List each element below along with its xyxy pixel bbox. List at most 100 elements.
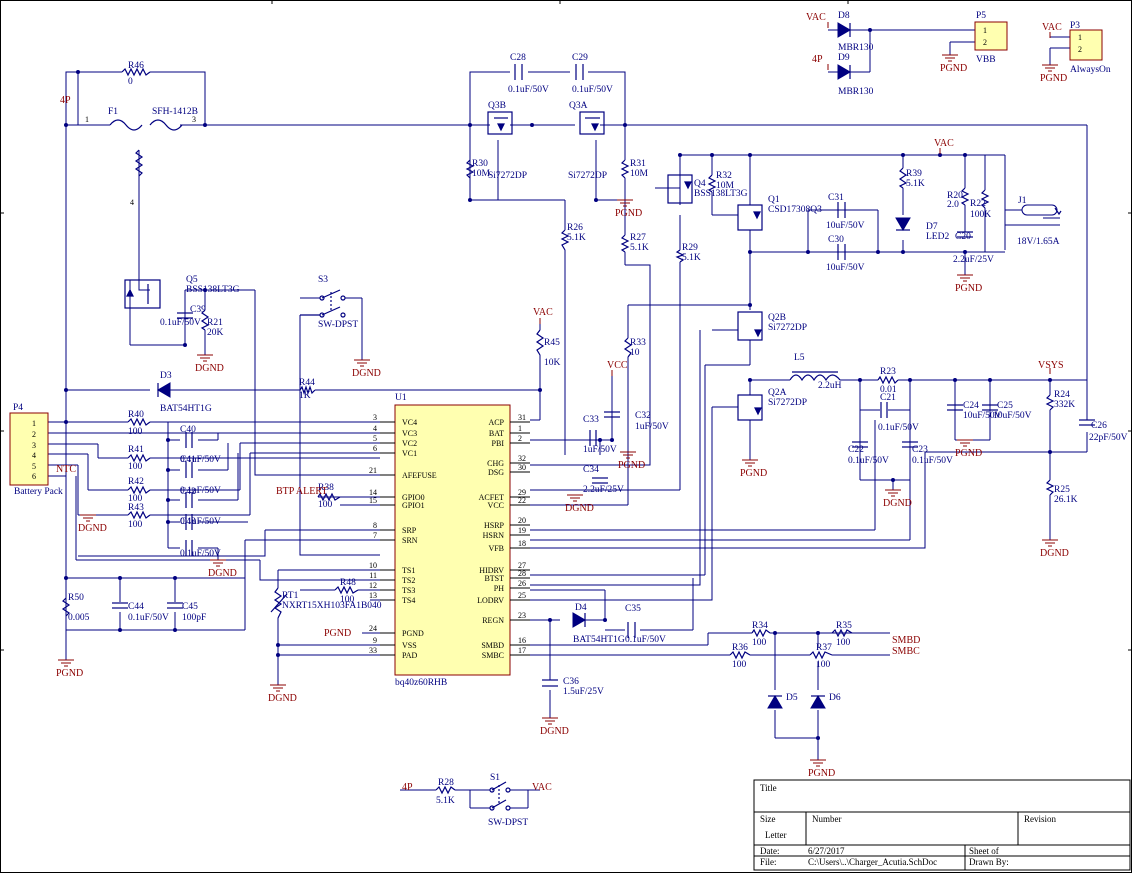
- power-port-symbols: [539, 22, 1051, 376]
- net-vsys: VSYS: [1038, 360, 1064, 371]
- r45-value: 10K: [544, 358, 561, 368]
- q4-value: BSS138LT3G: [694, 189, 748, 199]
- u1-pin-name-hsrp: HSRP: [484, 521, 505, 530]
- r41-value: 100: [128, 462, 143, 472]
- ground-label-0: PGND: [940, 63, 967, 74]
- r44-symbol: [299, 385, 316, 395]
- l5-value: 2.2uH: [818, 381, 842, 391]
- r37-value: 100: [816, 660, 831, 670]
- u1-pin-num-14: 14: [369, 488, 377, 497]
- r28-ref: R28: [438, 778, 454, 788]
- c32-symbol: [604, 411, 620, 418]
- net-vac-d8: VAC: [806, 12, 826, 23]
- c34-ref: C34: [583, 465, 599, 475]
- r37-ref: R37: [816, 643, 832, 653]
- c31-ref: C31: [828, 193, 844, 203]
- ground-symbols: PGNDPGNDPGNDPGNDPGNDPGNDPGNDDGNDDGNDDGND…: [56, 54, 1069, 779]
- d8-symbol: [837, 22, 851, 38]
- inductor-l5-symbol: [789, 371, 841, 382]
- ic-u1-pins: 3VC44VC35VC26VC121AFEFUSE14GPIO015GPIO18…: [369, 413, 530, 660]
- r29-ref: R29: [682, 243, 698, 253]
- d3-symbol: [157, 382, 171, 398]
- c24-value: 10uF/50V: [963, 411, 1002, 421]
- r46-ref: R46: [128, 61, 144, 71]
- f1-pin-4: 4: [130, 198, 134, 207]
- r24-value: 332K: [1054, 400, 1075, 410]
- capacitor-symbols: [112, 64, 1095, 687]
- r25-symbol: [1045, 479, 1055, 496]
- ground-label-11: DGND: [195, 363, 224, 374]
- p4-pin-5: 5: [32, 462, 36, 471]
- connector-p5: [974, 21, 1008, 51]
- r44-value: 1K: [299, 391, 311, 401]
- rt1-symbol: [273, 587, 283, 619]
- r39-value: 5.1K: [906, 179, 925, 189]
- u1-pin-name-chg: CHG: [487, 459, 504, 468]
- c20-symbol: [957, 231, 973, 238]
- r31-symbol: [620, 159, 630, 179]
- connector-p3: [1069, 29, 1103, 61]
- r34-symbol: [751, 628, 771, 638]
- c36-ref: C36: [563, 677, 579, 687]
- c26-symbol: [1079, 419, 1095, 426]
- u1-pin-num-33: 33: [369, 646, 377, 655]
- r32-symbol: [707, 174, 717, 193]
- ground-label-3: PGND: [955, 283, 982, 294]
- c30-value: 10uF/50V: [826, 263, 865, 273]
- net-vac-q1: VAC: [934, 138, 954, 149]
- c23-value: 0.1uF/50V: [912, 456, 953, 466]
- title-block: Title Size Letter Number Revision Date: …: [753, 779, 1131, 871]
- r27-ref: R27: [630, 233, 646, 243]
- u1-pin-name-hsrn: HSRN: [483, 531, 505, 540]
- r33-symbol: [623, 337, 633, 358]
- net-vac-p3: VAC: [1042, 22, 1062, 33]
- q3a-symbol: [579, 111, 605, 135]
- f1-value: SFH-1412B: [152, 107, 198, 117]
- u1-pin-num-9: 9: [373, 636, 377, 645]
- r50-value: 0.005: [68, 613, 90, 623]
- size-label: Size: [760, 814, 776, 824]
- u1-pin-name-smbd: SMBD: [481, 641, 504, 650]
- d7-value: LED2: [926, 232, 949, 242]
- d8-value: MBR130: [838, 43, 874, 53]
- c32-value: 1uF/50V: [635, 422, 669, 432]
- u1-pin-num-15: 15: [369, 496, 377, 505]
- p4-pin-3: 3: [32, 441, 36, 450]
- wires: [48, 29, 1088, 809]
- c32-ref: C32: [635, 411, 651, 421]
- u1-pin-num-10: 10: [369, 561, 377, 570]
- u1-pin-name-bat: BAT: [489, 429, 504, 438]
- u1-pin-name-lodrv: LODRV: [477, 596, 504, 605]
- net-vcc: VCC: [607, 360, 628, 371]
- sheet-label: Sheet of: [969, 846, 999, 856]
- ground-label-17: PGND: [808, 768, 835, 779]
- r45-ref: R45: [544, 338, 560, 348]
- s1-ref: S1: [490, 773, 500, 783]
- r30-symbol: [465, 159, 475, 179]
- u1-pin-name-regn: REGN: [482, 616, 504, 625]
- title-label: Title: [760, 783, 777, 793]
- ic-u1: [394, 404, 511, 676]
- c43-symbol: [185, 514, 193, 530]
- net-btp-alert: BTP ALERT: [276, 486, 328, 497]
- s3-ref: S3: [318, 275, 328, 285]
- c33-ref: C33: [583, 415, 599, 425]
- q2a-ref: Q2A: [768, 388, 787, 398]
- c45-ref: C45: [182, 602, 198, 612]
- q1-value: CSD17308Q3: [768, 205, 822, 215]
- c30-ref: C30: [828, 235, 844, 245]
- ground-label-1: PGND: [1040, 73, 1067, 84]
- u1-pin-num-7: 7: [373, 531, 377, 540]
- c21-symbol: [880, 402, 888, 418]
- ground-label-2: PGND: [615, 208, 642, 219]
- c39-value: 0.1uF/50V: [160, 318, 201, 328]
- q2a-value: Si7272DP: [768, 398, 807, 408]
- r39-symbol: [898, 167, 908, 189]
- date-value: 6/27/2017: [808, 846, 845, 856]
- q2b-ref: Q2B: [768, 313, 786, 323]
- d3-value: BAT54HT1G: [160, 404, 212, 414]
- r28-symbol: [435, 785, 456, 795]
- d4-symbol: [572, 612, 586, 628]
